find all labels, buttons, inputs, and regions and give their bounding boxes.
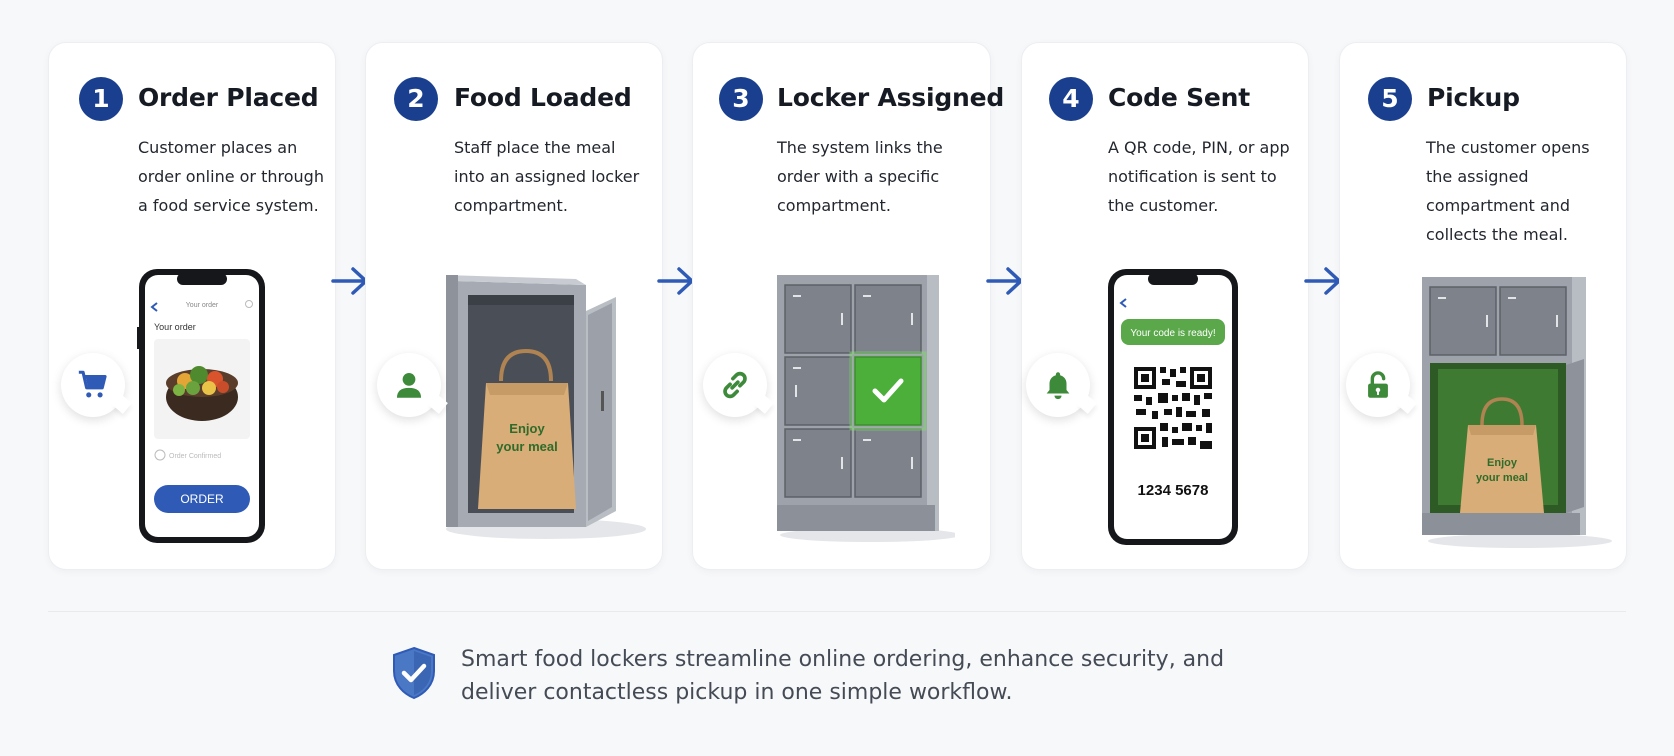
open-locker-illustration: Enjoy your meal bbox=[436, 271, 646, 541]
phone-header: Your order bbox=[186, 302, 219, 309]
step-card-food-loaded: 2 Food Loaded Staff place the meal into … bbox=[365, 42, 663, 570]
link-icon-bubble bbox=[703, 353, 767, 417]
bag-text-line1: Enjoy bbox=[1487, 457, 1518, 469]
phone-order-label: Your order bbox=[154, 322, 196, 332]
locker-bank-illustration bbox=[775, 273, 955, 543]
step-number: 2 bbox=[394, 77, 438, 121]
phone-code-illustration: Your code is ready! 1234 56 bbox=[1106, 267, 1240, 547]
person-icon-bubble bbox=[377, 353, 441, 417]
step-title: Locker Assigned bbox=[777, 83, 1004, 112]
code-ready-text: Your code is ready! bbox=[1130, 328, 1215, 339]
pickup-locker-illustration: Enjoy your meal bbox=[1420, 275, 1615, 550]
step-description: Customer places an order online or throu… bbox=[138, 133, 333, 220]
unlock-icon bbox=[1361, 368, 1395, 402]
arrow-right-icon bbox=[657, 265, 697, 297]
step-description: A QR code, PIN, or app notification is s… bbox=[1108, 133, 1293, 220]
order-confirmed-text: Order Confirmed bbox=[169, 453, 221, 460]
divider bbox=[48, 611, 1626, 612]
step-card-order-placed: 1 Order Placed Customer places an order … bbox=[48, 42, 336, 570]
bag-text-line2: your meal bbox=[1476, 472, 1528, 484]
shield-check-icon bbox=[390, 645, 438, 701]
arrow-right-icon bbox=[986, 265, 1026, 297]
step-card-code-sent: 4 Code Sent A QR code, PIN, or app notif… bbox=[1021, 42, 1309, 570]
step-number: 3 bbox=[719, 77, 763, 121]
step-title: Order Placed bbox=[138, 83, 319, 112]
person-icon bbox=[392, 368, 426, 402]
step-card-locker-assigned: 3 Locker Assigned The system links the o… bbox=[692, 42, 991, 570]
workflow-steps: 1 Order Placed Customer places an order … bbox=[0, 0, 1674, 580]
link-icon bbox=[718, 368, 752, 402]
bag-text-line2: your meal bbox=[496, 439, 557, 454]
unlock-icon-bubble bbox=[1346, 353, 1410, 417]
qr-code-icon bbox=[1134, 367, 1212, 449]
step-title: Food Loaded bbox=[454, 83, 632, 112]
step-title: Code Sent bbox=[1108, 83, 1250, 112]
step-title: Pickup bbox=[1427, 83, 1520, 112]
order-button-label: ORDER bbox=[180, 492, 224, 506]
step-description: Staff place the meal into an assigned lo… bbox=[454, 133, 649, 220]
phone-order-illustration: Your order Your order Order Confirmed OR… bbox=[137, 267, 267, 545]
bell-icon bbox=[1041, 368, 1075, 402]
bell-icon-bubble bbox=[1026, 353, 1090, 417]
step-number: 4 bbox=[1049, 77, 1093, 121]
footer-summary-text: Smart food lockers streamline online ord… bbox=[461, 643, 1261, 709]
step-description: The customer opens the assigned compartm… bbox=[1426, 133, 1611, 249]
bag-text-line1: Enjoy bbox=[509, 421, 545, 436]
cart-icon bbox=[76, 368, 110, 402]
step-number: 5 bbox=[1368, 77, 1412, 121]
step-description: The system links the order with a specif… bbox=[777, 133, 972, 220]
step-card-pickup: 5 Pickup The customer opens the assigned… bbox=[1339, 42, 1627, 570]
pin-code: 1234 5678 bbox=[1138, 482, 1209, 499]
cart-icon-bubble bbox=[61, 353, 125, 417]
arrow-right-icon bbox=[1304, 265, 1344, 297]
step-number: 1 bbox=[79, 77, 123, 121]
